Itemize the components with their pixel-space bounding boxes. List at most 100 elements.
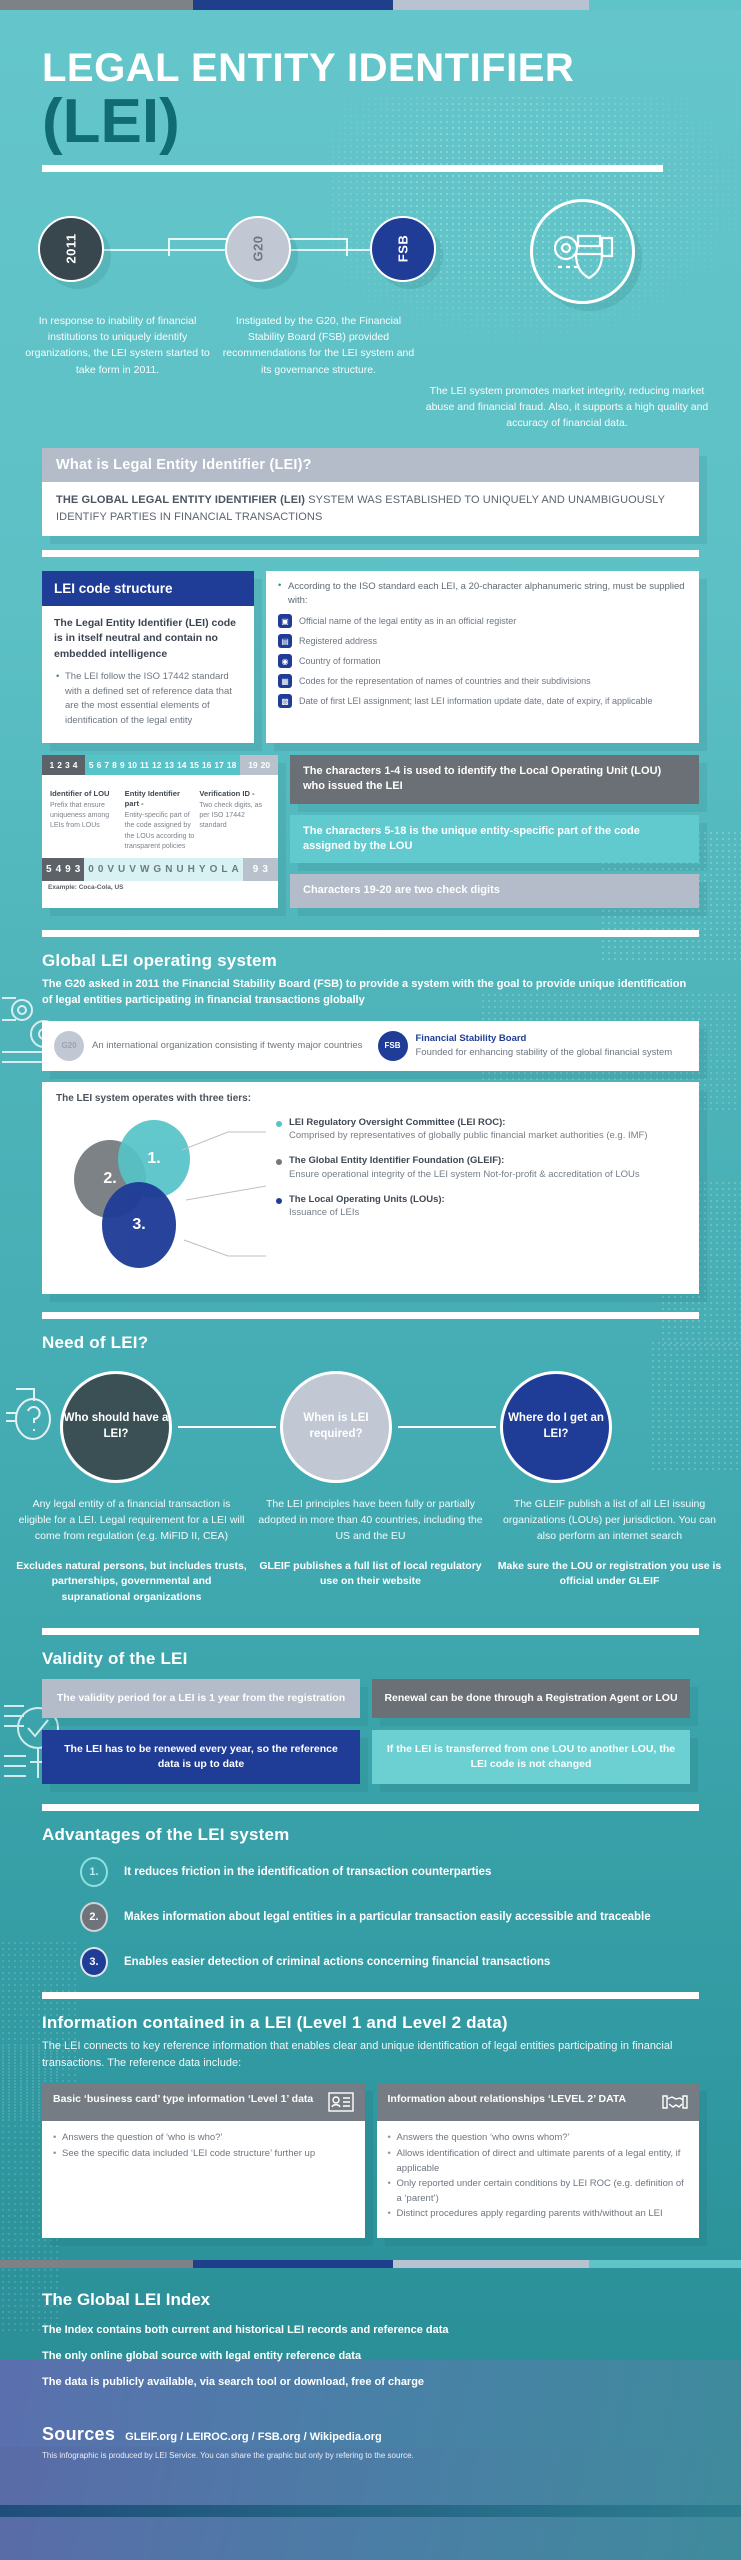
what-is-lei-body: THE GLOBAL LEGAL ENTITY IDENTIFIER (LEI)… (42, 481, 699, 536)
position-number: 2 (57, 759, 62, 770)
level-2-bullet: Distinct procedures apply regarding pare… (388, 2206, 689, 2221)
level-1-bullet: See the specific data included ‘LEI code… (53, 2146, 354, 2161)
timeline-node-2011-label: 2011 (63, 233, 79, 264)
level-2-header: Information about relationships ‘LEVEL 2… (376, 2083, 699, 2122)
lei-code-structure-section: LEI code structure The Legal Entity Iden… (0, 570, 741, 743)
timeline-node-g20: G20 (225, 215, 291, 282)
index-line-3: The data is publicly available, via sear… (42, 2375, 425, 2388)
tier-text: Issuance of LEIs (289, 1207, 360, 1219)
lei-segment-title: Entity Identifier part - (124, 788, 180, 809)
divider-before-levels (42, 1992, 699, 2000)
example-char: 3 (262, 863, 268, 875)
need-bold-where: Make sure the LOU or registration you us… (497, 1559, 722, 1588)
org-fsb-block: Financial Stability Board Founded for en… (416, 1033, 673, 1059)
example-char: U (118, 863, 126, 875)
tiers-body: 2. 1. 3. LEI Regulatory (56, 1110, 685, 1280)
timeline-text-lei: The LEI system promotes market integrity… (425, 384, 709, 430)
org-fsb-text: Founded for enhancing stability of the g… (415, 1046, 673, 1058)
position-number: 20 (260, 759, 271, 770)
position-number: 16 (201, 759, 212, 770)
oval-connector-2 (398, 1425, 496, 1428)
oval-connector-1 (178, 1425, 276, 1428)
need-of-lei-texts: Any legal entity of a financial transact… (0, 1488, 741, 1606)
lei-segment-desc: Prefix that ensure uniqueness among LEIs… (50, 802, 110, 830)
tier-dot-icon (276, 1197, 282, 1204)
lei-segment-desc: Entity-specific part of the code assigne… (124, 812, 195, 850)
example-char: L (221, 863, 228, 875)
lei-example-label: Example: Coca-Cola, US (48, 883, 124, 891)
callout-chars-1-4: The characters 1-4 is used to identify t… (290, 754, 699, 804)
gear-shield-icon (553, 235, 613, 280)
example-char: O (209, 863, 218, 875)
timeline-node-g20-label: G20 (250, 235, 266, 262)
what-is-lei-rest: SYSTEM WAS ESTABLISHED TO UNIQUELY AND U… (56, 493, 665, 523)
need-col-where: The GLEIF publish a list of all LEI issu… (494, 1496, 725, 1606)
tier-title: The Local Operating Units (LOUs): (289, 1193, 445, 1205)
position-number: 3 (64, 759, 70, 770)
need-of-lei-section: Need of LEI? (0, 1333, 741, 1353)
position-number: 7 (104, 759, 110, 770)
timeline: 2011 G20 FSB (0, 194, 741, 309)
example-char: 3 (74, 863, 81, 875)
advantage-text-3: Enables easier detection of criminal act… (124, 1956, 551, 1969)
document-icon: ▤ (278, 634, 292, 649)
levels-sub: The LEI connects to key reference inform… (42, 2040, 673, 2069)
position-number: 17 (214, 759, 224, 770)
what-is-lei-panel: What is Legal Entity Identifier (LEI)? T… (42, 447, 699, 536)
position-number: 6 (96, 759, 102, 770)
pre-index-segment-teal (589, 2259, 741, 2268)
position-number: 14 (176, 759, 187, 770)
position-number: 10 (127, 759, 138, 770)
timeline-text-g20: Instigated by the G20, the Financial Sta… (222, 314, 415, 376)
validity-box-renewal-agent: Renewal can be done through a Registrati… (372, 1678, 690, 1719)
level-1-bullet: Answers the question of ‘who is who?’ (53, 2130, 354, 2145)
lei-code-structure-card: LEI code structure The Legal Entity Iden… (42, 570, 254, 743)
sources-row: Sources GLEIF.org / LEIROC.org / FSB.org… (0, 2410, 741, 2445)
lei-segment-lou: Identifier of LOU Prefix that ensure uni… (50, 789, 121, 852)
level-1-card: Basic ‘business card’ type information ‘… (42, 2083, 365, 2238)
position-number: 8 (112, 759, 117, 770)
tier-bubble-3: 3. (102, 1181, 176, 1268)
pre-index-segment-navy (192, 2259, 393, 2268)
example-char: Y (198, 863, 206, 875)
index-line-2: The only online global source with legal… (42, 2349, 362, 2362)
operating-system-heading: Global LEI operating system (42, 950, 277, 970)
background-band-footer (0, 2505, 741, 2517)
sources-value[interactable]: GLEIF.org / LEIROC.org / FSB.org / Wikip… (125, 2430, 382, 2443)
handshake-icon (662, 2095, 688, 2110)
top-color-strip (0, 0, 741, 10)
position-number: 11 (140, 759, 150, 770)
position-number: 18 (226, 759, 237, 770)
tiers-list: LEI Regulatory Oversight Committee (LEI … (276, 1110, 685, 1280)
pre-index-strip (0, 2259, 741, 2268)
need-para-when: The LEI principles have been fully or pa… (258, 1497, 483, 1543)
iso-item: ▦ Codes for the representation of names … (278, 674, 687, 689)
iso-requirements-card: According to the ISO standard each LEI, … (266, 570, 699, 743)
global-lei-index-heading: The Global LEI Index (42, 2289, 211, 2309)
id-card-icon: ▣ (278, 614, 292, 629)
validity-heading: Validity of the LEI (42, 1648, 188, 1668)
lei-segment-entity: Entity Identifier part - Entity-specific… (125, 789, 196, 852)
position-number: 15 (189, 759, 199, 770)
iso-item-text: Codes for the representation of names of… (299, 676, 591, 687)
advantage-number-3: 3. (80, 1947, 108, 1978)
lei-code-callouts: The characters 1-4 is used to identify t… (290, 754, 699, 908)
page-title-acronym: (LEI) (42, 86, 180, 156)
operating-system-sub: The G20 asked in 2011 the Financial Stab… (42, 977, 687, 1007)
position-number: 5 (88, 759, 94, 770)
advantage-item-3: 3. Enables easier detection of criminal … (80, 1947, 699, 1978)
lei-code-structure-lead: The Legal Entity Identifier (LEI) code i… (54, 616, 237, 661)
tiers-card: The LEI system operates with three tiers… (42, 1081, 699, 1294)
index-line-1: The Index contains both current and hist… (42, 2323, 449, 2336)
example-char: 0 (88, 863, 94, 875)
advantage-number-1: 1. (80, 1857, 108, 1888)
need-oval-where: Where do I get an LEI? (500, 1370, 612, 1483)
tier-item-roc: LEI Regulatory Oversight Committee (LEI … (276, 1116, 685, 1144)
need-of-lei-heading: Need of LEI? (42, 1332, 149, 1352)
need-bold-when: GLEIF publishes a full list of local reg… (259, 1559, 482, 1588)
level-1-bullets: Answers the question of ‘who is who?’ Se… (53, 2130, 354, 2161)
